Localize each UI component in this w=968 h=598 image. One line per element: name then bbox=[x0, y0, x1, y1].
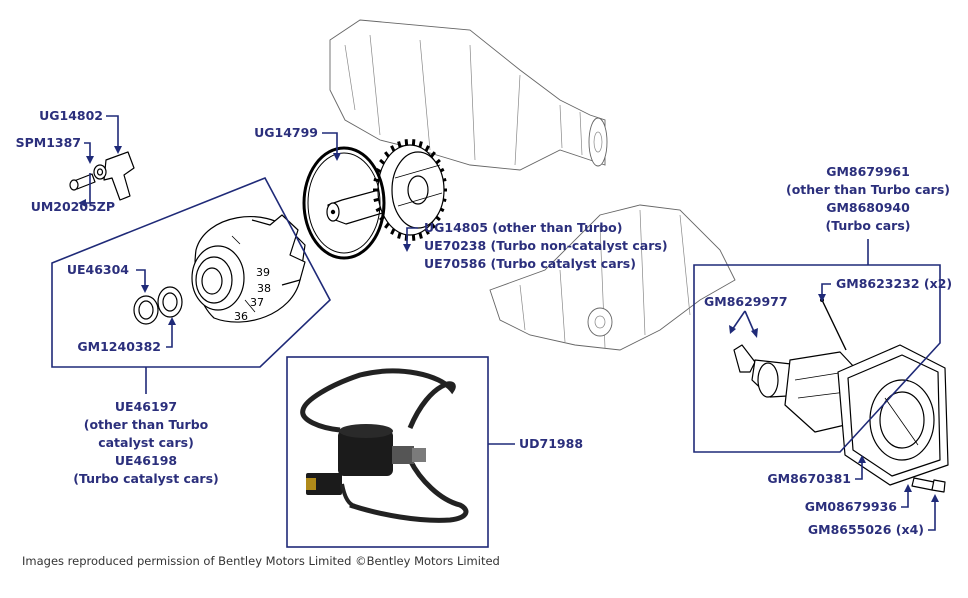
dial-number-39: 39 bbox=[256, 266, 270, 279]
dial-number-37: 37 bbox=[250, 296, 264, 309]
gear-tooth bbox=[397, 232, 402, 239]
copyright-footer: Images reproduced permission of Bentley … bbox=[22, 554, 500, 568]
gear-tooth bbox=[430, 151, 436, 158]
gear-tooth bbox=[379, 158, 386, 165]
speed-sensor-box bbox=[286, 356, 489, 548]
label-gm8679961-group: GM8679961 (other than Turbo cars) GM8680… bbox=[786, 164, 950, 233]
gear-tooth bbox=[418, 141, 423, 148]
adapter-plate-illustration bbox=[837, 344, 949, 486]
label-ue70586: UE70586 (Turbo catalyst cars) bbox=[424, 256, 636, 271]
gear-tooth bbox=[411, 234, 416, 241]
drive-pinion-group-box bbox=[693, 264, 941, 453]
label-gm1240382: GM1240382 bbox=[77, 339, 161, 354]
fork-clip-bolt-illustration bbox=[69, 151, 135, 201]
label-spm1387: SPM1387 bbox=[16, 135, 81, 150]
label-gm08679936: GM08679936 bbox=[805, 499, 898, 514]
label-ud71988: UD71988 bbox=[519, 436, 583, 451]
gear-tooth bbox=[384, 151, 390, 158]
gear-tooth bbox=[411, 139, 416, 146]
transmission-top-illustration bbox=[329, 19, 608, 171]
o-ring-illustration bbox=[302, 146, 386, 260]
label-gm8629977: GM8629977 bbox=[704, 294, 788, 309]
label-gm8680940-note: (Turbo cars) bbox=[826, 218, 911, 233]
label-ug14805-group: UG14805 (other than Turbo) UE70238 (Turb… bbox=[424, 220, 668, 271]
label-gm8623232: GM8623232 (x2) bbox=[836, 276, 952, 291]
gear-tooth bbox=[390, 145, 396, 152]
gear-tooth bbox=[430, 222, 436, 229]
gear-tooth bbox=[424, 228, 430, 235]
gear-tooth bbox=[424, 145, 430, 152]
dial-number-36: 36 bbox=[234, 310, 248, 323]
speedometer-drive-gear-illustration bbox=[326, 139, 447, 241]
label-ug14802: UG14802 bbox=[39, 108, 103, 123]
gear-tooth bbox=[373, 197, 380, 203]
dial-number-38: 38 bbox=[257, 282, 271, 295]
label-ue46197-note-2: catalyst cars) bbox=[98, 435, 194, 450]
speedometer-housing-illustration: 39 38 37 36 bbox=[191, 214, 306, 323]
label-ug14799: UG14799 bbox=[254, 125, 318, 140]
gear-tooth bbox=[418, 232, 423, 239]
bolt-illustration bbox=[911, 477, 946, 493]
label-ue70238: UE70238 (Turbo non-catalyst cars) bbox=[424, 238, 668, 253]
speed-sensor-illustration bbox=[300, 368, 469, 523]
label-ue46197: UE46197 bbox=[115, 399, 177, 414]
label-gm8655026: GM8655026 (x4) bbox=[808, 522, 924, 537]
label-gm8680940: GM8680940 bbox=[826, 200, 910, 215]
label-ue46197-note-1: (other than Turbo bbox=[84, 417, 209, 432]
label-ue46198-note: (Turbo catalyst cars) bbox=[73, 471, 218, 486]
gear-tooth bbox=[390, 228, 396, 235]
label-gm8679961: GM8679961 bbox=[826, 164, 910, 179]
gear-tooth bbox=[404, 139, 409, 146]
label-ug14805: UG14805 (other than Turbo) bbox=[424, 220, 622, 235]
gear-tooth bbox=[397, 141, 402, 148]
label-ue46197-group: UE46197 (other than Turbo catalyst cars)… bbox=[73, 399, 218, 486]
seal-and-bush-illustration bbox=[133, 286, 183, 325]
label-um20205zp: UM20205ZP bbox=[31, 199, 115, 214]
leader-arrowheads bbox=[78, 146, 939, 502]
housing-group-box bbox=[51, 176, 331, 368]
label-gm8679961-note: (other than Turbo cars) bbox=[786, 182, 950, 197]
label-gm8670381: GM8670381 bbox=[767, 471, 851, 486]
label-ue46304: UE46304 bbox=[67, 262, 129, 277]
label-ue46198: UE46198 bbox=[115, 453, 177, 468]
drive-pinion-assembly-illustration bbox=[733, 298, 856, 433]
transmission-right-illustration bbox=[489, 204, 736, 351]
gear-tooth bbox=[384, 222, 390, 229]
